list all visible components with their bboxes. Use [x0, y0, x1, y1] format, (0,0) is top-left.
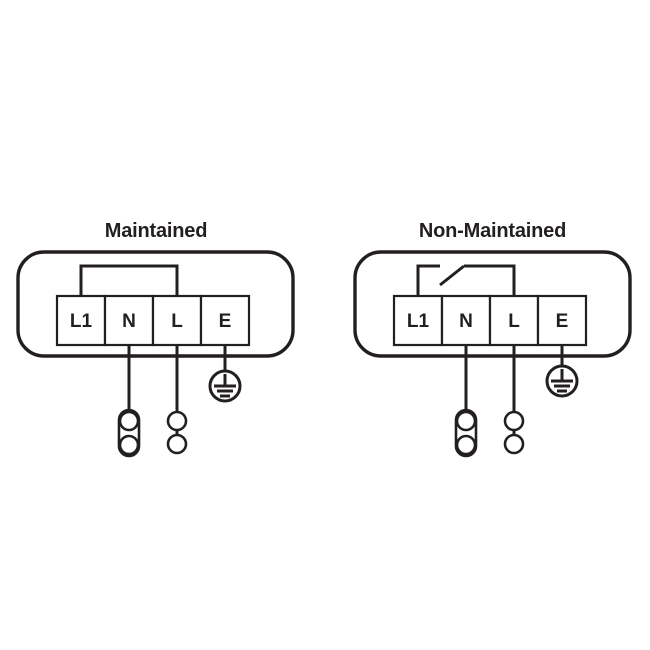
switch-lever-icon[interactable]	[439, 264, 465, 287]
terminal-label-l1: L1	[70, 311, 93, 332]
diagram-title-maintained: Maintained	[104, 220, 208, 242]
terminal-label-l: L	[508, 311, 520, 332]
terminal-e[interactable]	[536, 294, 588, 347]
diagram-non-maintained: L1 N L E	[353, 250, 632, 458]
earth-icon-maintained	[214, 374, 236, 398]
earth-connection-maintained	[208, 345, 242, 403]
terminal-block-maintained: L1 N L E	[55, 294, 251, 347]
terminal-l1[interactable]	[392, 294, 444, 347]
wire-drop-live-non-maintained	[503, 345, 525, 455]
lamp-terminal-circle-upper-n	[118, 410, 140, 432]
lamp-terminal-circle-upper-n	[455, 410, 477, 432]
terminal-label-n: N	[122, 311, 136, 332]
earth-connection-non-maintained	[545, 345, 579, 398]
wire-drop-live-maintained	[166, 345, 188, 455]
terminal-label-n: N	[459, 311, 473, 332]
lamp-terminal-circle-lower-n	[455, 434, 477, 456]
diagram-title-non-maintained: Non-Maintained	[418, 220, 567, 242]
lamp-terminal-circle-lower-l	[166, 433, 188, 455]
terminal-label-l: L	[171, 311, 183, 332]
terminal-label-l1: L1	[407, 311, 430, 332]
wire-drop-neutral-non-maintained	[454, 345, 478, 458]
terminal-l1[interactable]	[55, 294, 107, 347]
enclosure-outline-non-maintained	[353, 250, 632, 358]
terminal-label-e: E	[219, 311, 232, 332]
lamp-capsule-neutral	[117, 408, 141, 458]
enclosure-outline-maintained	[16, 250, 295, 358]
lamp-terminal-circle-upper-l	[503, 410, 525, 432]
terminal-block-non-maintained: L1 N L E	[392, 294, 588, 347]
lamp-terminal-circle-upper-l	[166, 410, 188, 432]
lamp-capsule-neutral	[454, 408, 478, 458]
switch-link-non-maintained[interactable]	[416, 264, 516, 296]
jumper-link-maintained	[79, 264, 179, 296]
diagram-maintained: L1 N L E	[16, 250, 295, 458]
wire-drop-neutral-maintained	[117, 345, 141, 458]
lamp-terminal-circle-lower-l	[503, 433, 525, 455]
earth-icon-non-maintained	[551, 369, 573, 393]
terminal-label-e: E	[556, 311, 569, 332]
lamp-terminal-circle-lower-n	[118, 434, 140, 456]
terminal-l[interactable]	[488, 294, 540, 347]
